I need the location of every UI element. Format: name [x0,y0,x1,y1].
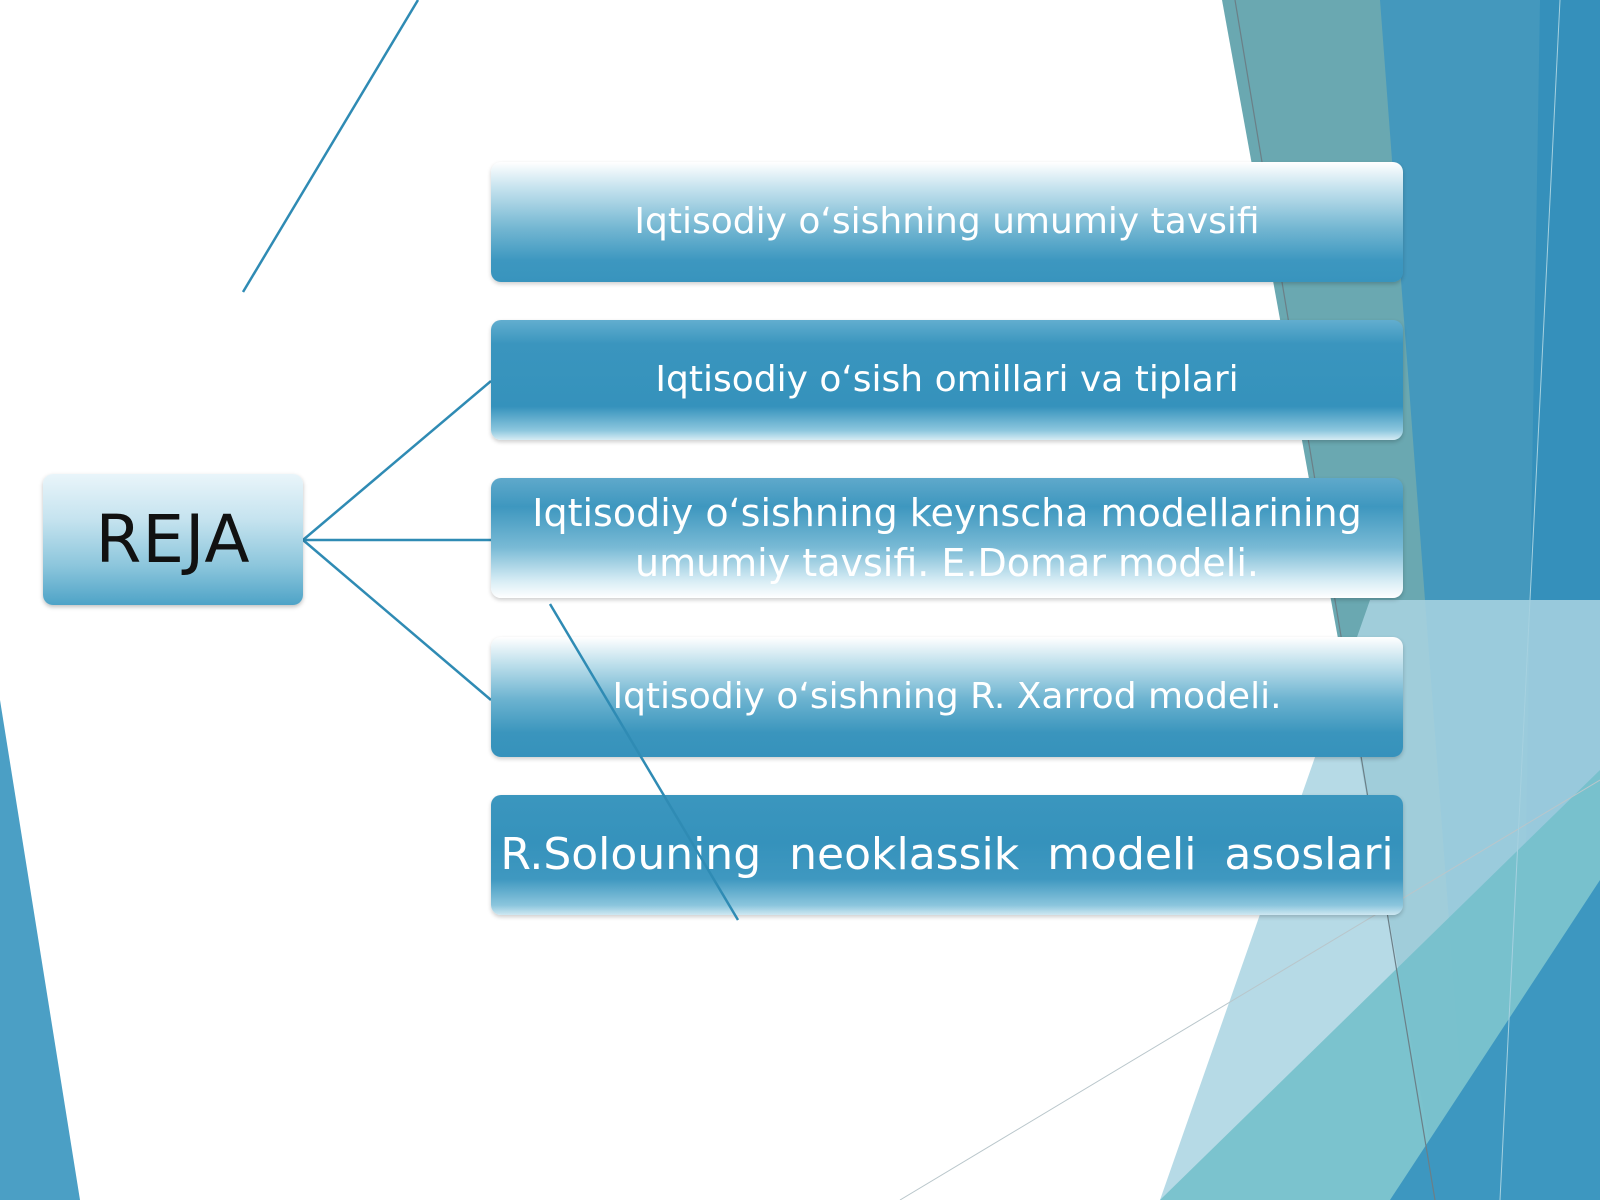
plan-item-5-label: R.Solouning neoklassik modeli asoslari [500,829,1394,880]
plan-item-3-text: Iqtisodiy o‘sishning keynscha modellarin… [532,488,1362,588]
connector-to-item-2 [302,380,492,541]
top-left-line [241,0,420,293]
plan-item-1: Iqtisodiy o‘sishning umumiy tavsifi [491,162,1403,282]
plan-item-2: Iqtisodiy o‘sish omillari va tiplari [491,320,1403,440]
plan-item-4-label: Iqtisodiy o‘sishning R. Xarrod modeli. [612,676,1282,717]
root-node: REJA [43,474,303,605]
bottom-facet-blue [1390,880,1600,1200]
plan-item-3-line-2: umumiy tavsifi. E.Domar modeli. [634,541,1259,585]
plan-item-3-line-1: Iqtisodiy o‘sishning keynscha modellarin… [532,491,1362,535]
plan-item-2-label: Iqtisodiy o‘sish omillari va tiplari [655,359,1239,400]
plan-item-1-label: Iqtisodiy o‘sishning umumiy tavsifi [634,201,1260,242]
root-label: REJA [95,501,251,578]
plan-item-4: Iqtisodiy o‘sishning R. Xarrod modeli. [491,637,1403,757]
left-facet [0,700,80,1200]
plan-item-3: Iqtisodiy o‘sishning keynscha modellarin… [491,478,1403,598]
plan-item-5: R.Solouning neoklassik modeli asoslari [491,795,1403,915]
thin-line-3 [1499,0,1561,1200]
thin-line-2 [899,779,1600,1200]
connector-to-item-4 [302,539,492,701]
